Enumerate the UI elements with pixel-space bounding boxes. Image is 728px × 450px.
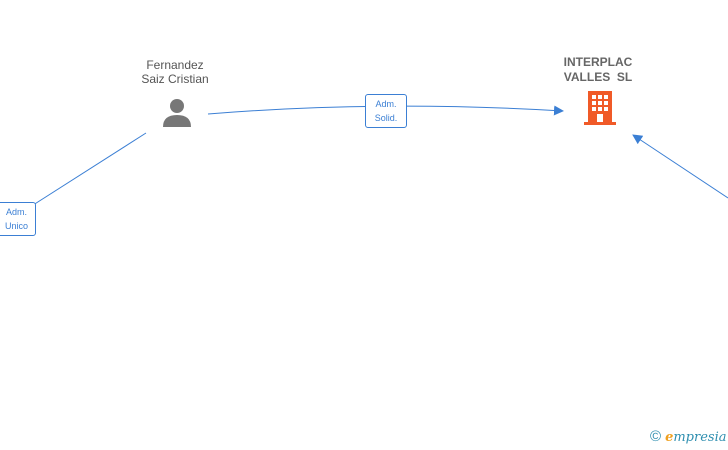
person-name-line2: Saiz Cristian: [141, 72, 209, 86]
empresia-watermark[interactable]: ©empresia: [650, 428, 726, 445]
copyright-icon: ©: [650, 428, 662, 445]
edge-label-line1: Adm.: [375, 99, 397, 109]
building-icon[interactable]: [583, 90, 617, 126]
edge-right-to-company: [632, 134, 728, 199]
edge-label-line2: Unico: [4, 221, 28, 231]
brand-logo-e: e: [665, 430, 674, 445]
person-icon[interactable]: [161, 97, 193, 129]
edge-label-line1: Adm.: [5, 207, 27, 217]
edge-label-line2: Solid.: [374, 113, 398, 123]
company-name-line2: VALLES SL: [563, 70, 633, 84]
company-name[interactable]: INTERPLAC VALLES SL: [540, 55, 656, 85]
person-name[interactable]: Fernandez Saiz Cristian: [120, 58, 230, 86]
person-name-line1: Fernandez: [146, 58, 204, 72]
edge-left-to-person: [29, 132, 147, 208]
edge-label-adm-unico[interactable]: Adm. Unico: [0, 202, 36, 236]
company-name-line1: INTERPLAC: [563, 55, 633, 69]
edge-label-adm-solid[interactable]: Adm. Solid.: [365, 94, 407, 128]
brand-logo-text: mpresia: [673, 430, 727, 445]
